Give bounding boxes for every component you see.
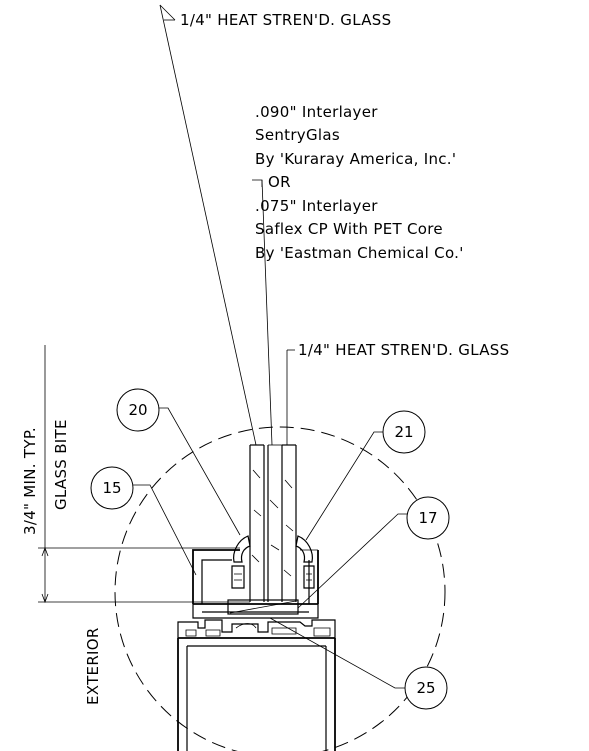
- interlayer-1-line2: SentryGlas: [255, 126, 340, 144]
- svg-text:15: 15: [102, 479, 121, 497]
- outer-glass-label: 1/4" HEAT STREN'D. GLASS: [180, 11, 391, 29]
- setting-block: [227, 599, 299, 615]
- glazing-shoe: [192, 549, 319, 619]
- svg-text:21: 21: [394, 423, 413, 441]
- callout-21: 21: [382, 410, 426, 454]
- callout-17: 17: [406, 496, 450, 540]
- or-label: OR: [268, 173, 291, 191]
- svg-text:25: 25: [416, 679, 435, 697]
- glass-bite-label: GLASS BITE: [52, 419, 70, 510]
- interlayer-1-line3: By 'Kuraray America, Inc.': [255, 150, 456, 168]
- svg-text:17: 17: [418, 509, 437, 527]
- callout-20: 20: [116, 388, 160, 432]
- interlayer-2-line1: .075" Interlayer: [255, 197, 378, 215]
- svg-text:20: 20: [128, 401, 147, 419]
- interlayer-2-line3: By 'Eastman Chemical Co.': [255, 244, 464, 262]
- interlayer-1-line1: .090" Interlayer: [255, 103, 378, 121]
- inner-glass-label: 1/4" HEAT STREN'D. GLASS: [298, 341, 509, 359]
- exterior-label: EXTERIOR: [84, 627, 102, 705]
- interlayer-2-line2: Saflex CP With PET Core: [255, 220, 443, 238]
- leader-lines: [133, 4, 408, 689]
- gaskets: [231, 535, 315, 589]
- base-extrusion: [177, 619, 336, 751]
- callout-25: 25: [404, 666, 448, 710]
- detail-circle: [114, 426, 446, 751]
- min-typ-label: 3/4" MIN. TYP.: [21, 427, 39, 535]
- callout-15: 15: [90, 466, 134, 510]
- glass-bite-dimension: [38, 345, 250, 604]
- laminated-glass: [249, 444, 297, 602]
